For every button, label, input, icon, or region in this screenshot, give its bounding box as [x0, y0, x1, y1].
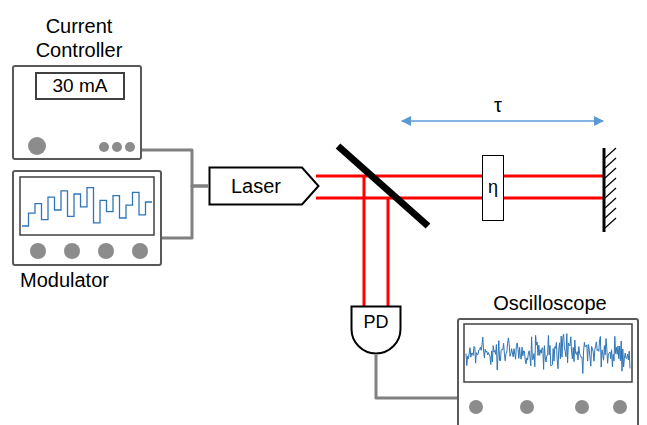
delay-label: τ — [494, 94, 502, 116]
current-controller: Current Controller30 mA — [12, 65, 142, 160]
mirror — [603, 148, 606, 232]
knob — [125, 142, 135, 152]
modulator: Modulator — [12, 170, 162, 266]
shape-outline — [210, 168, 319, 205]
device-heading: Current Controller — [14, 14, 144, 62]
device-heading: Modulator — [20, 268, 109, 292]
laser-beam — [363, 176, 366, 306]
knob — [28, 137, 46, 155]
oscilloscope: Oscilloscope — [457, 318, 639, 425]
delay-arrow — [402, 120, 603, 122]
attenuator-element: η — [482, 155, 504, 221]
knob — [98, 243, 114, 259]
knob — [99, 142, 109, 152]
knob — [469, 400, 483, 414]
knob — [575, 400, 589, 414]
laser-beam — [316, 175, 603, 178]
shape-outline — [352, 307, 401, 354]
beam-splitter — [338, 146, 428, 226]
laser-beam — [387, 198, 390, 306]
wire-line — [376, 355, 457, 398]
oscilloscope-screen — [464, 324, 632, 382]
node-text: 30 mA — [53, 75, 108, 98]
photodetector: PD — [350, 305, 402, 355]
wire-line — [142, 150, 208, 186]
laser-beam — [316, 197, 603, 200]
knob — [132, 243, 148, 259]
mirror-hatching — [605, 148, 616, 228]
signal-wire — [162, 186, 208, 238]
knob — [112, 142, 122, 152]
knob — [30, 243, 46, 259]
current-display: 30 mA — [35, 72, 125, 100]
node-text: PD — [363, 312, 388, 334]
knob — [64, 243, 80, 259]
signal-wire — [142, 150, 208, 186]
node-text: η — [488, 177, 498, 199]
noise-waveform — [466, 334, 630, 374]
device-heading: Oscilloscope — [459, 291, 641, 315]
wire-line — [162, 186, 208, 238]
knob — [520, 400, 534, 414]
knob — [613, 400, 627, 414]
modulation-waveform — [22, 188, 152, 226]
node-text: Laser — [231, 174, 281, 198]
signal-wire — [376, 355, 457, 398]
laser-source: Laser — [208, 166, 320, 206]
modulator-screen — [20, 177, 154, 235]
